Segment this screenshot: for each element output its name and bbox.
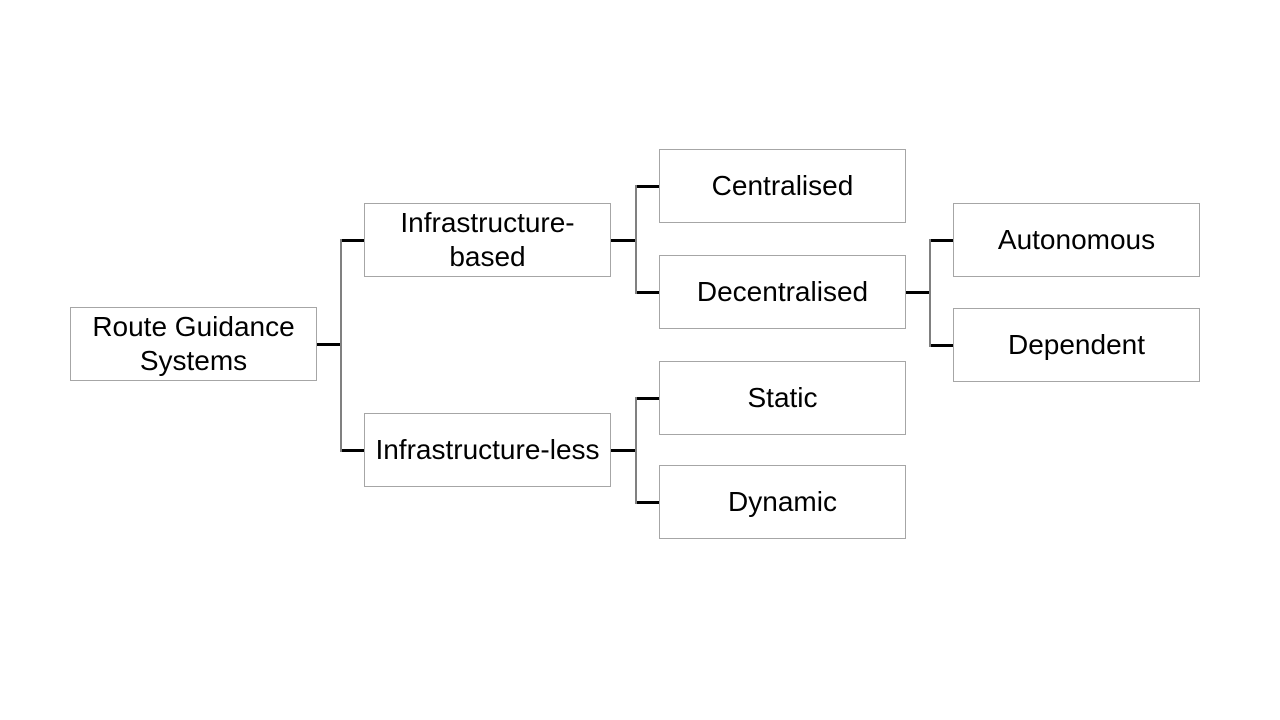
node-decentralised: Decentralised — [659, 255, 906, 329]
node-label: Infrastructure- based — [400, 207, 575, 272]
node-label: Decentralised — [696, 276, 869, 307]
connector-root-to-infra-based — [342, 239, 364, 242]
node-label: Static — [747, 382, 818, 413]
connector-to-autonomous — [931, 239, 953, 242]
connector-infra-based-vertical — [635, 185, 637, 294]
node-autonomous: Autonomous — [953, 203, 1200, 277]
node-route-guidance-systems: Route Guidance Systems — [70, 307, 317, 381]
node-label: Route Guidance Systems — [92, 311, 295, 376]
connector-decentralised-vertical — [929, 239, 931, 347]
node-label: Centralised — [711, 170, 854, 201]
node-infrastructure-less: Infrastructure-less — [364, 413, 611, 487]
connector-to-centralised — [637, 185, 659, 188]
connector-root-stem — [316, 343, 341, 346]
node-centralised: Centralised — [659, 149, 906, 223]
connector-infra-less-vertical — [635, 397, 637, 504]
connector-decentralised-stem — [905, 291, 930, 294]
node-dependent: Dependent — [953, 308, 1200, 382]
node-label: Dynamic — [728, 486, 837, 517]
node-label: Infrastructure-less — [375, 434, 600, 465]
connector-to-dependent — [931, 344, 953, 347]
connector-root-to-infra-less — [342, 449, 364, 452]
connector-to-decentralised — [637, 291, 659, 294]
node-label: Autonomous — [997, 224, 1156, 255]
connector-infra-based-stem — [611, 239, 636, 242]
connector-infra-less-stem — [611, 449, 636, 452]
connector-to-static — [637, 397, 659, 400]
node-infrastructure-based: Infrastructure- based — [364, 203, 611, 277]
connector-to-dynamic — [637, 501, 659, 504]
node-dynamic: Dynamic — [659, 465, 906, 539]
node-label: Dependent — [1007, 329, 1145, 360]
connector-root-vertical — [340, 239, 342, 452]
node-static: Static — [659, 361, 906, 435]
